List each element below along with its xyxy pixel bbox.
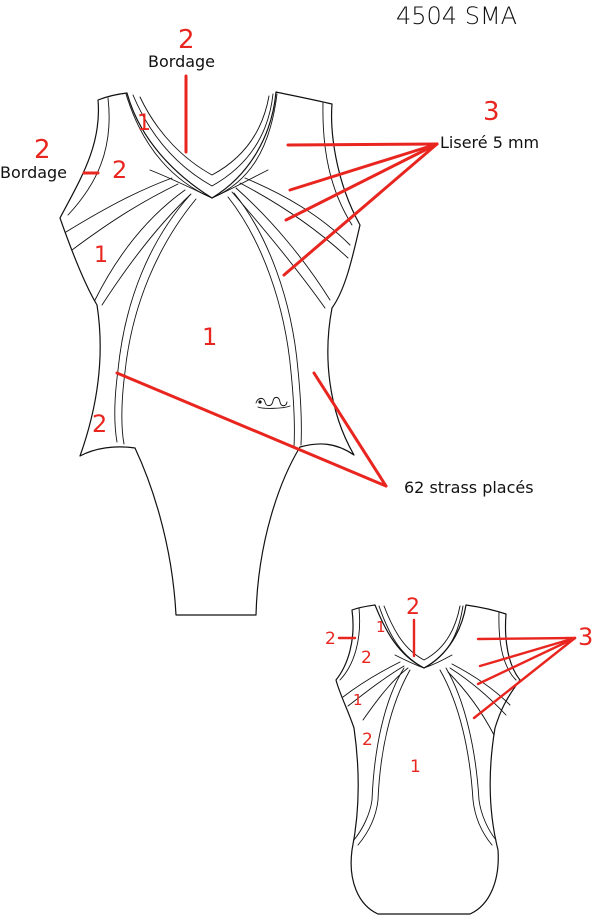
- number-panel-shoulder: 1: [137, 111, 151, 136]
- leaders-lisere: [282, 142, 439, 277]
- front-right-princess-seam-2: [227, 196, 295, 448]
- number-side-yoke: 2: [112, 156, 127, 184]
- front-left-princess-seam-2: [121, 198, 197, 445]
- front-neck-band-inner: [139, 95, 270, 176]
- back-leotard: 2 2 1 2 1 2 1 3: [325, 595, 593, 915]
- back-number-side-lower: 2: [362, 730, 373, 750]
- back-right-seam-1: [445, 667, 497, 841]
- front-right-yoke-2: [239, 182, 349, 259]
- back-right-armhole-band: [498, 611, 517, 681]
- back-left-armhole-band: [339, 607, 361, 681]
- back-left-yoke-1: [342, 661, 401, 698]
- back-neck-band-1: [383, 605, 461, 661]
- back-right-yoke-2: [449, 667, 507, 716]
- back-number-side-upper: 1: [353, 691, 363, 709]
- back-number-armhole-binding: 2: [325, 629, 336, 649]
- number-side-upper: 1: [94, 243, 108, 268]
- front-right-armhole-band: [322, 102, 353, 226]
- back-right-seam-2: [439, 669, 493, 846]
- back-left-yoke-3: [362, 667, 409, 721]
- label-bordage-armhole: Bordage: [0, 163, 67, 182]
- back-number-side-yoke: 2: [361, 648, 372, 668]
- wave-logo-icon: [255, 396, 291, 409]
- number-armhole-binding: 2: [34, 135, 51, 165]
- front-body-outline: [59, 91, 361, 616]
- number-lisere: 3: [483, 97, 500, 127]
- back-left-seam-2: [357, 669, 411, 846]
- number-neck-binding: 2: [178, 25, 195, 55]
- back-number-shoulder: 1: [376, 618, 386, 636]
- front-left-armhole-band: [67, 97, 110, 216]
- front-left-yoke-4: [101, 193, 192, 306]
- back-neck-band-3: [394, 654, 453, 669]
- back-number-lisere: 3: [578, 623, 593, 651]
- front-right-yoke-3: [235, 187, 331, 301]
- front-right-yoke-1: [244, 177, 351, 246]
- front-leotard: 1 2 1 1 2 2 Bordage 2 Bordage 3 Liseré 5…: [0, 25, 539, 616]
- back-number-main: 1: [410, 757, 421, 777]
- label-bordage-neck: Bordage: [148, 52, 215, 71]
- label-lisere: Liseré 5 mm: [440, 133, 539, 152]
- back-right-yoke-1: [451, 663, 511, 706]
- front-neck-v-lower: [149, 169, 269, 199]
- front-neck-band-mid: [132, 93, 274, 187]
- back-left-yoke-2: [347, 665, 405, 707]
- reference-code: 4504 SMA: [396, 2, 517, 30]
- front-left-princess-seam-1: [114, 194, 191, 443]
- leaders-strass: [115, 371, 388, 488]
- number-side-lower: 2: [92, 410, 107, 438]
- back-number-neck-binding: 2: [406, 595, 420, 620]
- back-right-yoke-3: [447, 671, 495, 736]
- number-main-panel: 1: [202, 323, 217, 351]
- front-left-yoke-3: [94, 189, 186, 301]
- front-left-yoke-2: [71, 183, 179, 251]
- back-leaders-lisere: [472, 636, 577, 720]
- back-left-seam-1: [353, 667, 405, 841]
- front-left-yoke-1: [65, 177, 173, 233]
- front-right-princess-seam-1: [233, 192, 302, 446]
- label-strass: 62 strass placés: [404, 478, 534, 497]
